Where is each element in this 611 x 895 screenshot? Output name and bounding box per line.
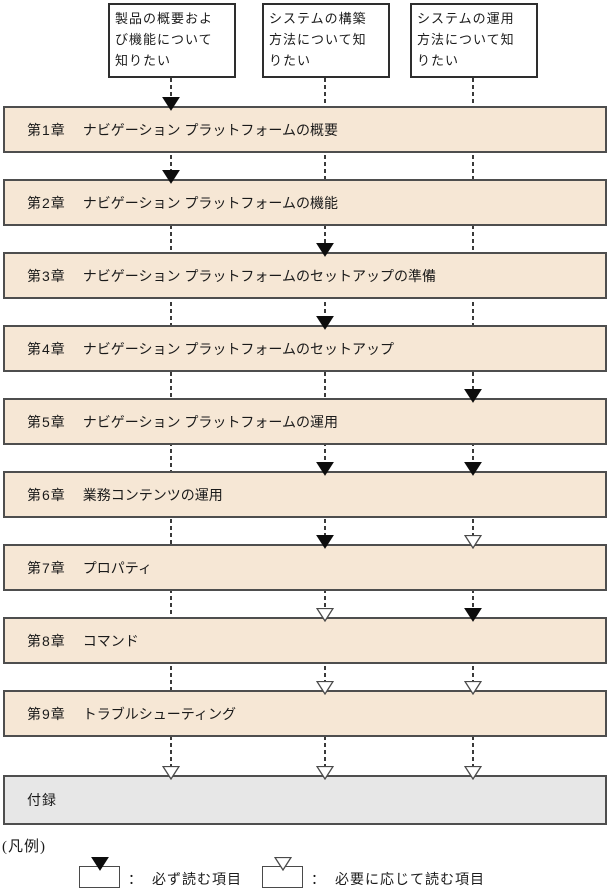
filled-arrow-icon xyxy=(162,170,180,184)
chapter-title: ナビゲーション プラットフォームの概要 xyxy=(82,121,338,138)
chapter-number: 第4章 xyxy=(27,340,66,357)
chapter-box-3: 第3章 ナビゲーション プラットフォームのセットアップの準備 xyxy=(3,252,607,299)
chapter-number: 第1章 xyxy=(27,121,66,138)
appendix-label: 付録 xyxy=(27,792,57,808)
open-arrow-icon xyxy=(316,681,334,695)
chapter-box-9: 第9章 トラブルシューティング xyxy=(3,690,607,737)
chapter-box-8: 第8章 コマンド xyxy=(3,617,607,664)
chapter-title: ナビゲーション プラットフォームのセットアップの準備 xyxy=(82,267,436,284)
chapter-title: ナビゲーション プラットフォームの運用 xyxy=(82,413,338,430)
legend-label: 必要に応じて読む項目 xyxy=(335,873,485,888)
chapter-number: 第3章 xyxy=(27,267,66,284)
chapter-number: 第8章 xyxy=(27,632,66,649)
chapter-box-7: 第7章 プロパティ xyxy=(3,544,607,591)
chapter-title: 業務コンテンツの運用 xyxy=(82,486,223,503)
legend-label: 必ず読む項目 xyxy=(152,873,242,888)
filled-arrow-icon xyxy=(464,462,482,476)
open-arrow-icon xyxy=(162,766,180,780)
open-arrow-icon xyxy=(464,681,482,695)
chapter-box-5: 第5章 ナビゲーション プラットフォームの運用 xyxy=(3,398,607,445)
reader-goal-box-3: システムの運用 方法について知 りたい xyxy=(410,3,538,78)
chapter-box-2: 第2章 ナビゲーション プラットフォームの機能 xyxy=(3,179,607,226)
filled-arrow-icon xyxy=(316,462,334,476)
legend-separator: ： xyxy=(128,873,143,888)
chapter-box-1: 第1章 ナビゲーション プラットフォームの概要 xyxy=(3,106,607,153)
chapter-number: 第6章 xyxy=(27,486,66,503)
chapter-title: トラブルシューティング xyxy=(82,705,236,722)
filled-arrow-icon xyxy=(316,243,334,257)
filled-arrow-icon xyxy=(316,535,334,549)
open-arrow-icon xyxy=(316,608,334,622)
chapter-box-4: 第4章 ナビゲーション プラットフォームのセットアップ xyxy=(3,325,607,372)
legend-item-must-read: ： 必ず読む項目 xyxy=(128,869,242,889)
open-arrow-icon xyxy=(274,857,292,871)
chapter-title: プロパティ xyxy=(82,559,152,576)
open-arrow-icon xyxy=(316,766,334,780)
filled-arrow-icon xyxy=(91,857,109,871)
chapter-number: 第5章 xyxy=(27,413,66,430)
filled-arrow-icon xyxy=(464,608,482,622)
legend-item-optional-read: ： 必要に応じて読む項目 xyxy=(311,869,485,889)
chapter-title: コマンド xyxy=(82,632,139,649)
open-arrow-icon xyxy=(464,766,482,780)
filled-arrow-icon xyxy=(316,316,334,330)
reader-goal-box-1: 製品の概要およ び機能について 知りたい xyxy=(108,3,236,78)
chapter-title: ナビゲーション プラットフォームのセットアップ xyxy=(82,340,394,357)
chapter-number: 第2章 xyxy=(27,194,66,211)
appendix-box: 付録 xyxy=(3,775,607,825)
filled-arrow-icon xyxy=(162,97,180,111)
chapter-box-6: 第6章 業務コンテンツの運用 xyxy=(3,471,607,518)
legend-separator: ： xyxy=(311,873,326,888)
chapter-number: 第9章 xyxy=(27,705,66,722)
reader-goal-box-2: システムの構築 方法について知 りたい xyxy=(262,3,390,78)
filled-arrow-icon xyxy=(464,389,482,403)
chapter-title: ナビゲーション プラットフォームの機能 xyxy=(82,194,338,211)
open-arrow-icon xyxy=(464,535,482,549)
legend-title: (凡例) xyxy=(2,839,46,855)
chapter-number: 第7章 xyxy=(27,559,66,576)
